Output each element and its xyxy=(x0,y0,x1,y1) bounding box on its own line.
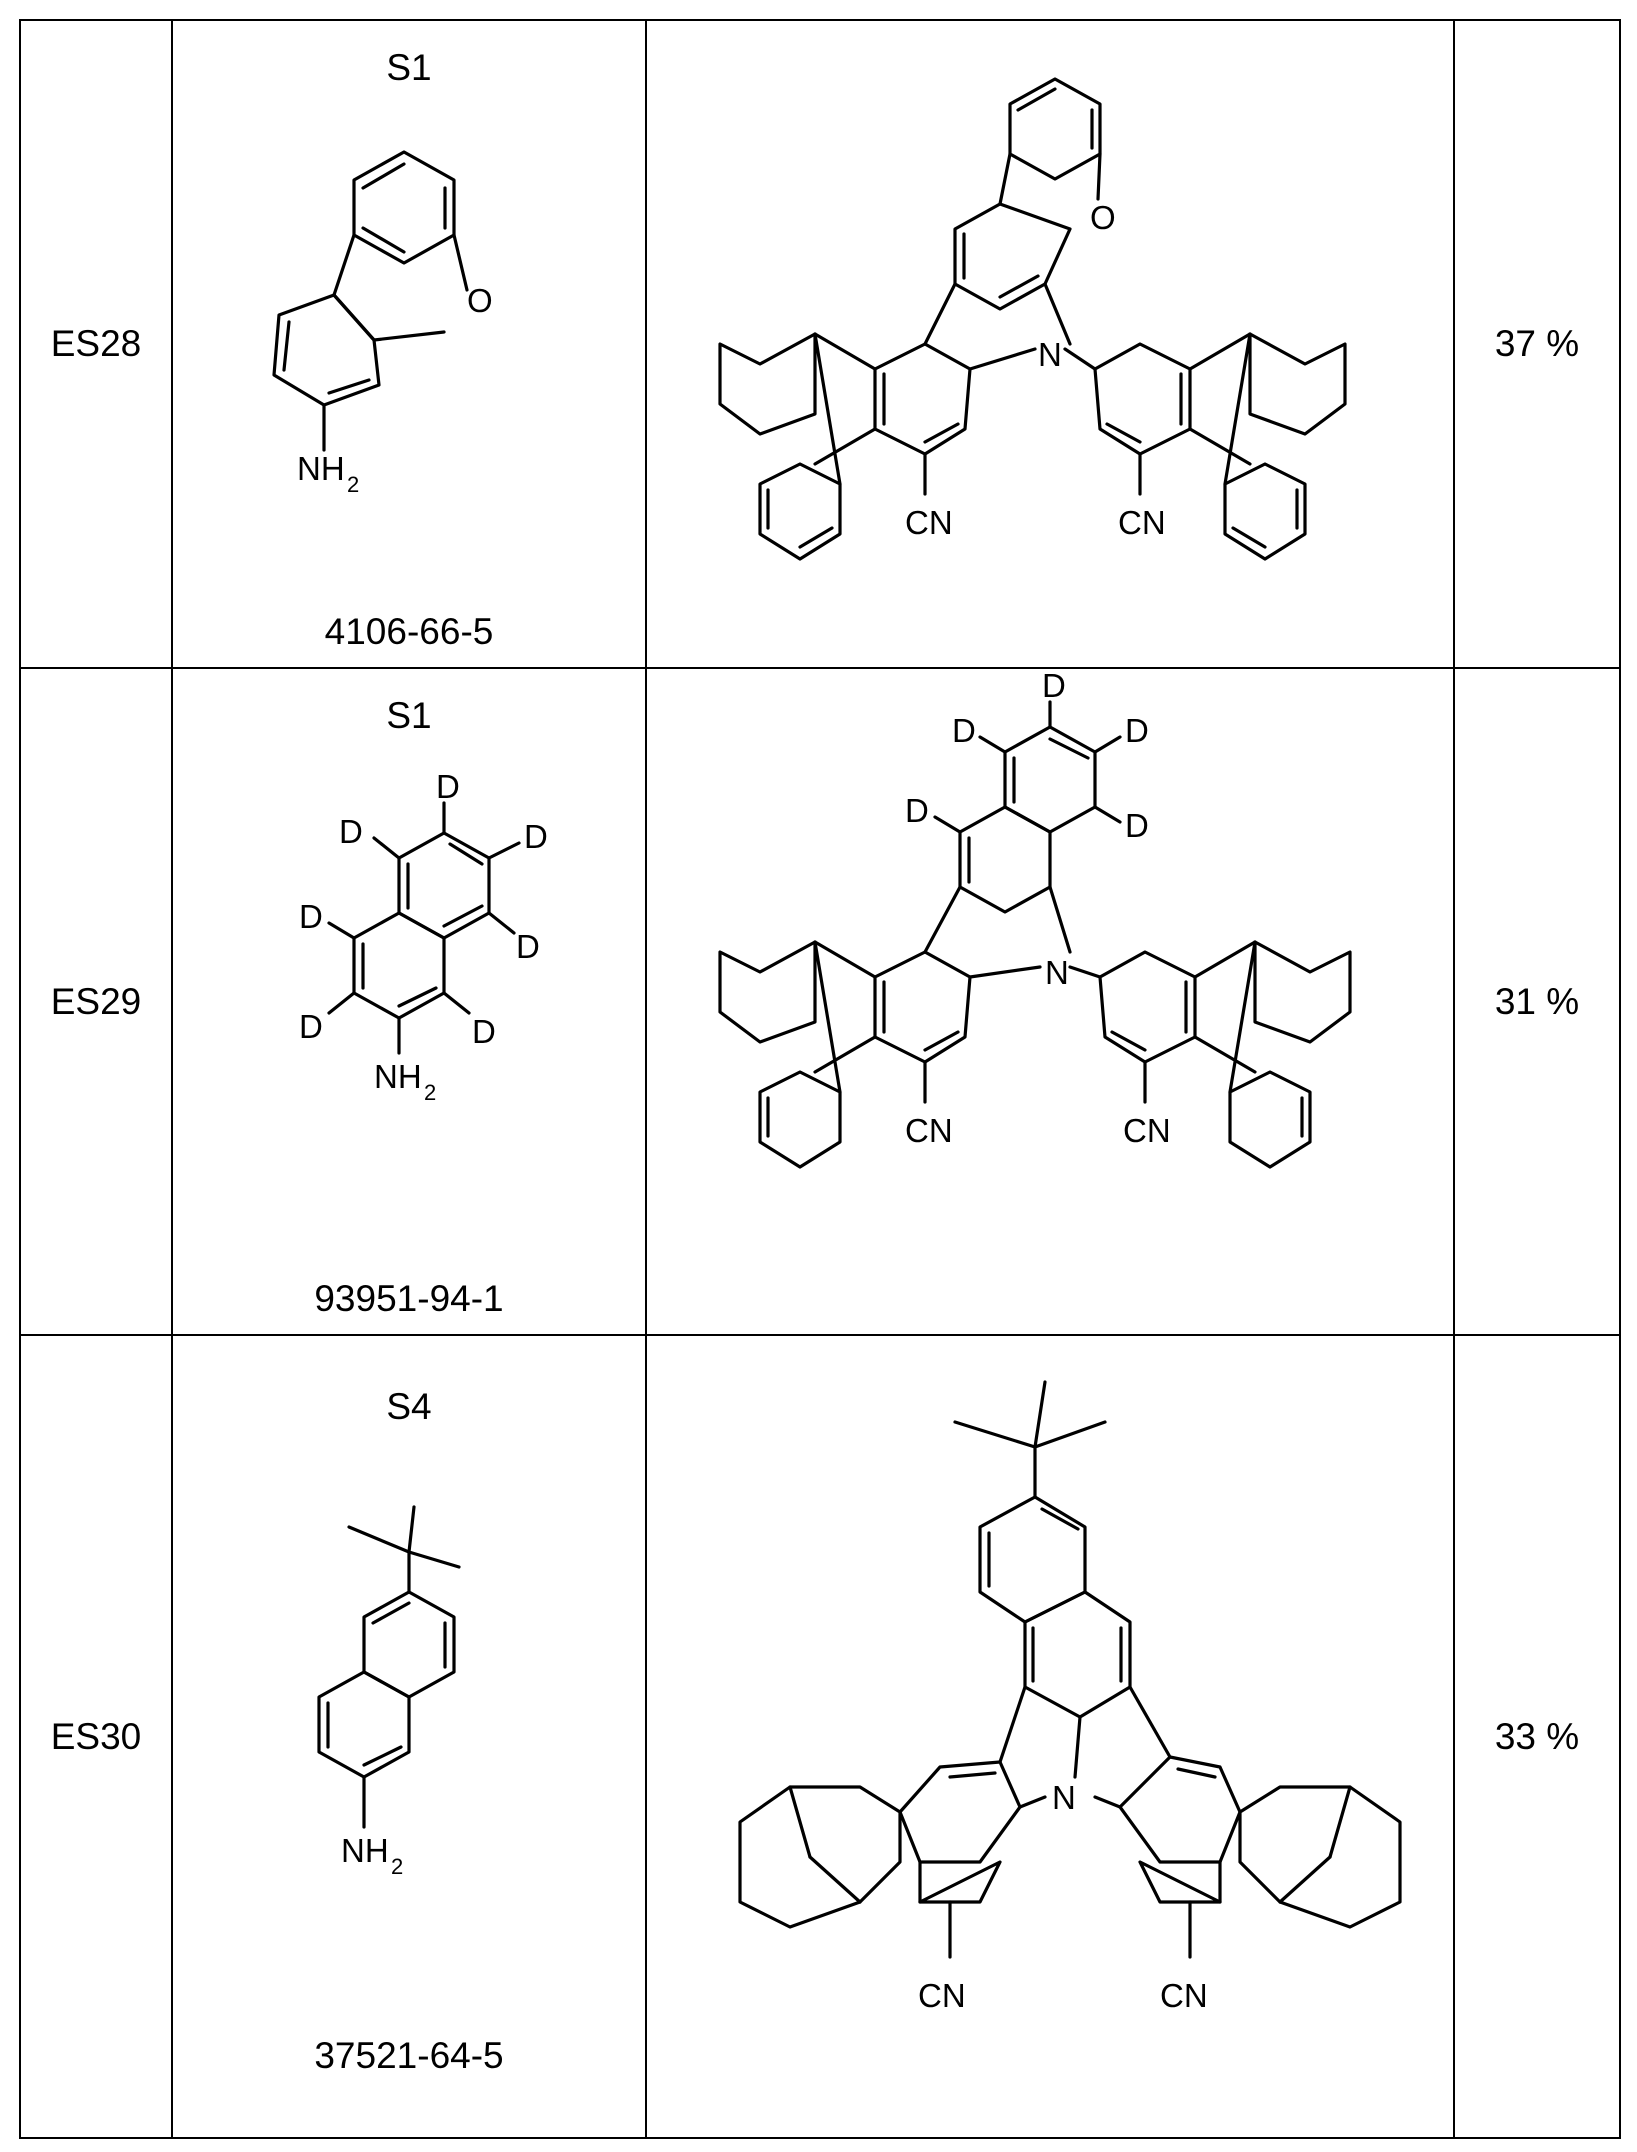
entry-label: ES29 xyxy=(51,981,142,1022)
deuterium-label: D xyxy=(1042,667,1066,704)
cyano-label-right: CN xyxy=(1118,504,1166,541)
nitrogen-atom: N xyxy=(1052,1779,1076,1816)
product-cell: D D D D D N CN xyxy=(646,668,1454,1335)
yield-value: 37 % xyxy=(1495,323,1579,364)
entry-label: ES28 xyxy=(51,323,142,364)
entry-cell: ES29 xyxy=(20,668,172,1335)
deuterium-label: D xyxy=(1125,807,1149,844)
product-structure: O N CN xyxy=(700,44,1400,644)
deuterium-label: D xyxy=(524,818,548,855)
starting-material-cell: S4 NH 2 37521-64-5 xyxy=(172,1335,646,2138)
amine-label: NH xyxy=(297,450,345,487)
starting-material-cell: S1 O NH 2 41 xyxy=(172,20,646,668)
entry-label: ES30 xyxy=(51,1716,142,1757)
yield-cell: 37 % xyxy=(1454,20,1620,668)
deuterium-label: D xyxy=(905,792,929,829)
deuterium-label: D xyxy=(299,898,323,935)
scheme-label: S1 xyxy=(386,47,431,89)
cyano-label-left: CN xyxy=(918,1977,966,2014)
cyano-label-right: CN xyxy=(1160,1977,1208,2014)
product-structure: D D D D D N CN xyxy=(700,692,1400,1312)
starting-material-cell: S1 D D D D D D D NH 2 xyxy=(172,668,646,1335)
scheme-label: S4 xyxy=(386,1386,431,1428)
deuterium-label: D xyxy=(1125,712,1149,749)
deuterium-label: D xyxy=(952,712,976,749)
oxygen-atom: O xyxy=(467,282,493,319)
amine-subscript: 2 xyxy=(347,472,359,497)
product-cell: N CN CN xyxy=(646,1335,1454,2138)
table-row: ES29 S1 D D D D D D D xyxy=(20,668,1620,1335)
deuterium-label: D xyxy=(299,1008,323,1045)
yield-cell: 31 % xyxy=(1454,668,1620,1335)
amine-subscript: 2 xyxy=(391,1854,403,1879)
cas-number: 37521-64-5 xyxy=(314,2035,503,2077)
cyano-label-right: CN xyxy=(1123,1112,1171,1149)
yield-cell: 33 % xyxy=(1454,1335,1620,2138)
cyano-label-left: CN xyxy=(905,504,953,541)
deuterium-label: D xyxy=(339,813,363,850)
nitrogen-atom: N xyxy=(1038,336,1062,373)
starting-material-structure: NH 2 xyxy=(259,1497,559,1967)
deuterium-label: D xyxy=(436,768,460,805)
nitrogen-atom: N xyxy=(1045,954,1069,991)
product-structure: N CN CN xyxy=(700,1357,1400,2117)
starting-material-structure: O NH 2 xyxy=(259,140,559,560)
yield-value: 31 % xyxy=(1495,981,1579,1022)
amine-label: NH xyxy=(341,1832,389,1869)
cyano-label-left: CN xyxy=(905,1112,953,1149)
entry-cell: ES28 xyxy=(20,20,172,668)
table-row: ES28 S1 O NH xyxy=(20,20,1620,668)
reaction-table: ES28 S1 O NH xyxy=(19,19,1621,2139)
cas-number: 4106-66-5 xyxy=(325,611,494,653)
amine-label: NH xyxy=(374,1058,422,1095)
deuterium-label: D xyxy=(516,928,540,965)
yield-value: 33 % xyxy=(1495,1716,1579,1757)
table-row: ES30 S4 NH 2 37521-64-5 xyxy=(20,1335,1620,2138)
product-cell: O N CN xyxy=(646,20,1454,668)
entry-cell: ES30 xyxy=(20,1335,172,2138)
scheme-label: S1 xyxy=(386,695,431,737)
deuterium-label: D xyxy=(472,1013,496,1050)
amine-subscript: 2 xyxy=(424,1080,436,1105)
starting-material-structure: D D D D D D D NH 2 xyxy=(244,798,574,1218)
cas-number: 93951-94-1 xyxy=(314,1278,503,1320)
oxygen-atom: O xyxy=(1090,199,1116,236)
